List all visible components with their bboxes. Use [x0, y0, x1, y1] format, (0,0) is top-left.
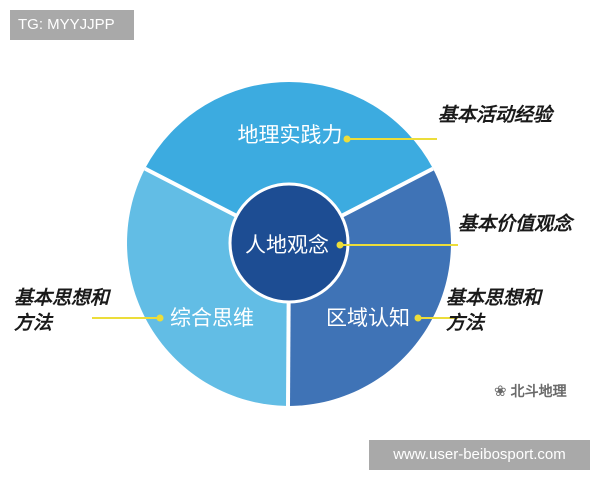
note-thought-method-right: 基本思想和 方法: [446, 286, 541, 336]
watermark: ❀北斗地理: [494, 381, 567, 401]
note-thought-method-left: 基本思想和 方法: [14, 286, 109, 336]
segment-left-label: 综合思维: [170, 306, 254, 330]
note-activity-experience: 基本活动经验: [438, 104, 553, 126]
center-label: 人地观念: [245, 233, 329, 257]
website-url: www.user-beibosport.com: [369, 440, 590, 470]
note-value-concept: 基本价值观念: [458, 213, 573, 235]
note-left-line1: 基本思想和: [14, 287, 110, 309]
connector-right-dot: [414, 314, 422, 322]
segment-right-label: 区域认知: [326, 306, 410, 330]
wechat-icon: ❀: [494, 382, 507, 400]
center-circle: [228, 182, 350, 304]
connector-mid-dot: [336, 241, 344, 249]
segment-top: [145, 81, 433, 243]
note-left-line2: 方法: [14, 312, 53, 334]
note-right-line1: 基本思想和: [446, 287, 542, 309]
connector-top-dot: [343, 135, 351, 143]
watermark-text: 北斗地理: [510, 384, 567, 400]
segment-top-label: 地理实践力: [238, 123, 343, 147]
tg-tag: TG: MYYJJPP: [10, 10, 134, 40]
note-right-line2: 方法: [446, 312, 485, 334]
connector-left-dot: [156, 314, 164, 322]
